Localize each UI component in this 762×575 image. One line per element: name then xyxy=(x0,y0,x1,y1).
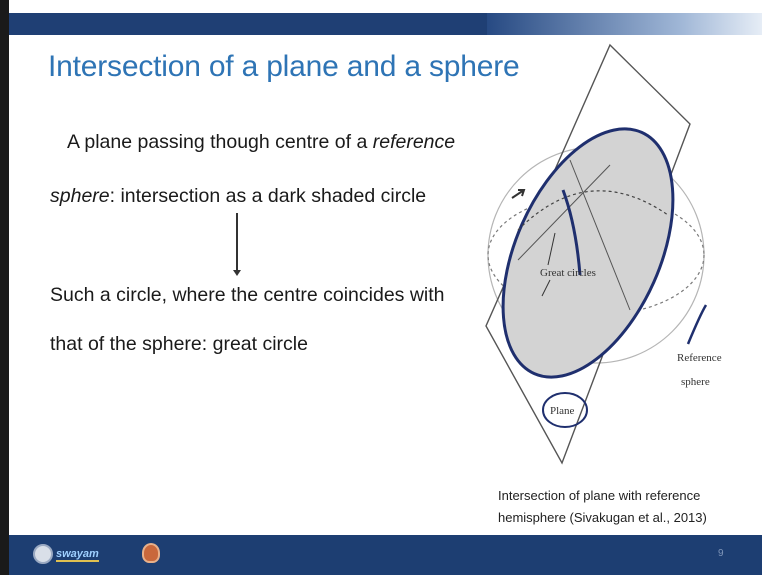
diagonal-line xyxy=(517,164,611,261)
blue-curve xyxy=(561,189,582,276)
pointer-line-upper xyxy=(547,232,556,266)
pointer-line-lower xyxy=(541,279,551,297)
label-reference-2: sphere xyxy=(681,376,710,388)
body-line-2: sphere: intersection as a dark shaded ci… xyxy=(50,185,426,208)
body-line-1-italic: reference xyxy=(372,131,456,153)
body-line-2-italic: sphere xyxy=(50,185,110,207)
figure-caption: Intersection of plane with reference hem… xyxy=(498,485,738,529)
swayam-logo-text: swayam xyxy=(56,548,99,562)
caption-line-2: hemisphere (Sivakugan et al., 2013) xyxy=(498,510,707,525)
vertical-axis-line xyxy=(569,159,631,311)
body-line-2-text: : intersection as a dark shaded circle xyxy=(109,185,427,207)
reference-pointer xyxy=(686,304,708,345)
page-number: 9 xyxy=(718,548,724,559)
top-margin xyxy=(9,0,762,13)
label-plane: Plane xyxy=(550,405,575,417)
down-arrow-icon xyxy=(233,213,241,276)
label-great-circles: Great circles xyxy=(540,267,596,279)
body-line-3: Such a circle, where the centre coincide… xyxy=(50,284,445,306)
slide-title: Intersection of a plane and a sphere xyxy=(48,50,520,83)
emblem-icon xyxy=(142,543,160,563)
label-reference-1: Reference xyxy=(677,352,722,364)
caption-line-1: Intersection of plane with reference xyxy=(498,488,701,503)
plane-sphere-figure: Great circles Reference sphere Plane xyxy=(485,43,722,465)
body-line-1-text: A plane passing though centre of a xyxy=(67,131,373,153)
header-bar-gradient xyxy=(487,13,762,35)
small-arrow-icon xyxy=(511,189,526,199)
header-bar xyxy=(9,13,487,35)
swayam-logo: swayam xyxy=(56,545,136,563)
great-circle-dotted xyxy=(517,190,669,231)
body-line-4: that of the sphere: great circle xyxy=(50,333,308,355)
body-line-1: A plane passing though centre of a refer… xyxy=(67,131,455,154)
great-circle xyxy=(501,127,675,379)
plane-label-oval xyxy=(542,392,588,428)
institute-logo-icon xyxy=(33,544,53,564)
footer-bar xyxy=(9,535,762,575)
left-edge-bar xyxy=(0,0,9,575)
